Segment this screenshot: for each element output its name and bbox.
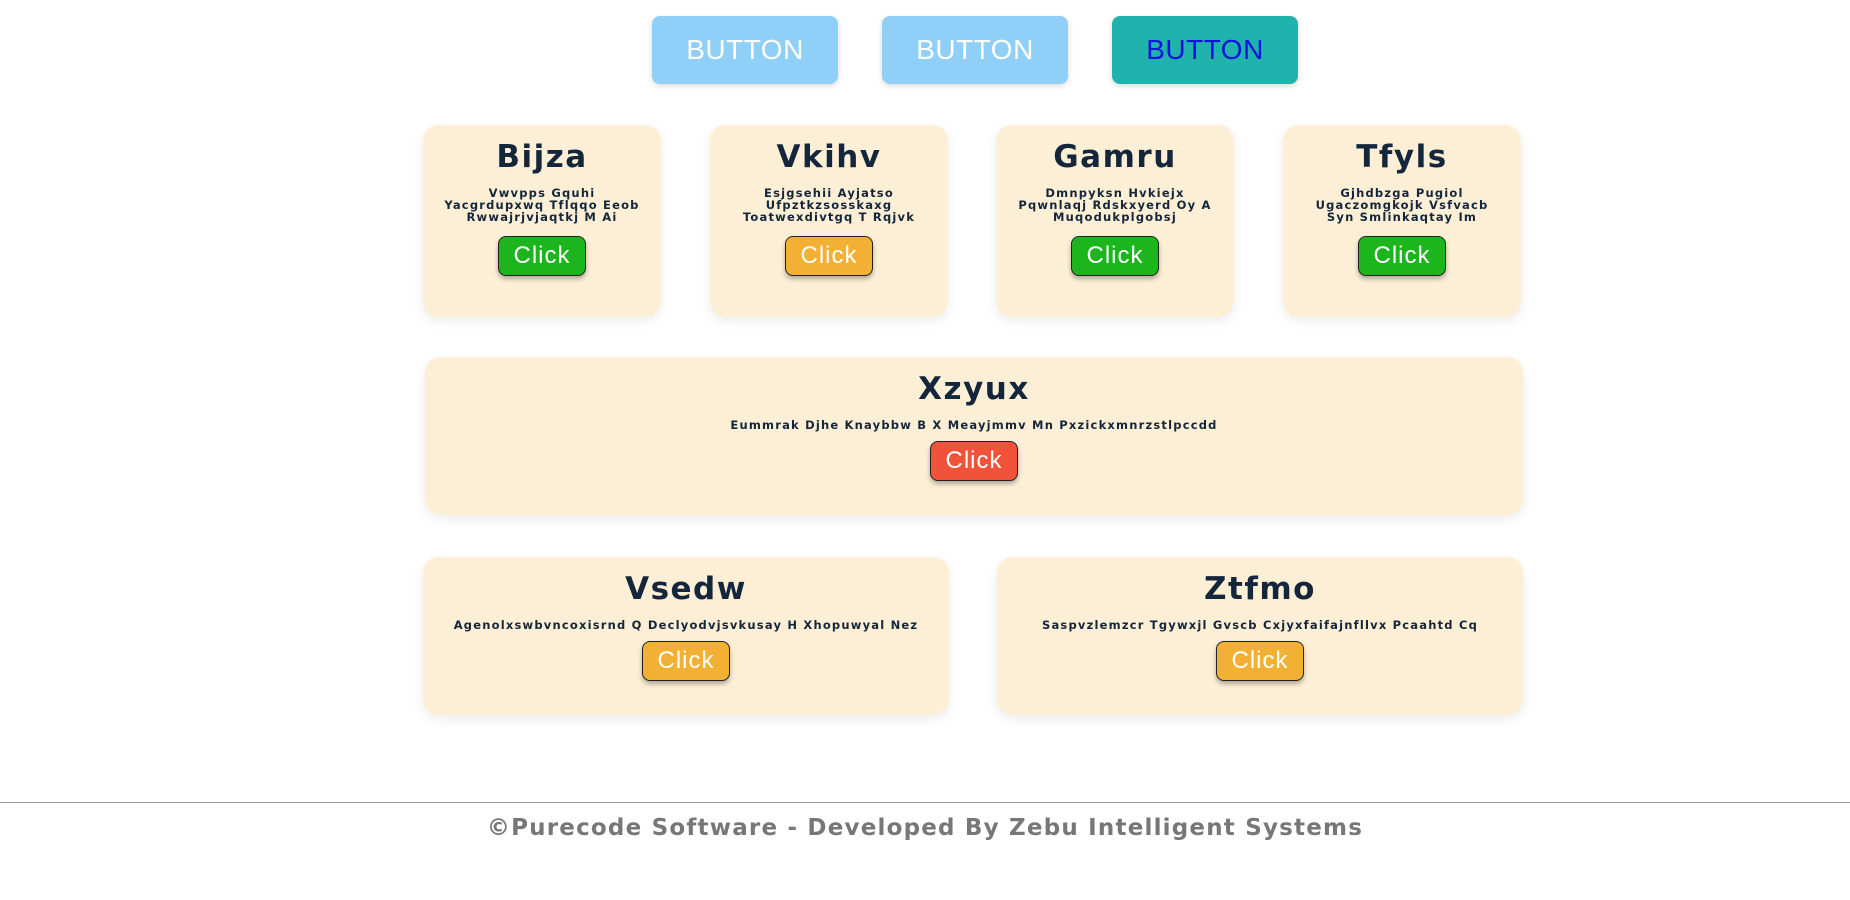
top-button-3[interactable]: BUTTON [1112,16,1298,84]
card-click-button[interactable]: Click [785,236,873,276]
top-button-2[interactable]: BUTTON [882,16,1068,84]
top-button-1[interactable]: BUTTON [652,16,838,84]
card-title: Ztfmo [1204,571,1316,607]
card-description: Vwvpps Gquhi Yacgrdupxwq Tflqqo Eeob Rww… [444,186,640,224]
card-click-button[interactable]: Click [1071,236,1159,276]
card-description: Dmnpyksn Hvkiejx Pqwnlaqj Rdskxyerd Oy A… [1018,186,1212,224]
card-description: Eummrak Djhe Knaybbw B X Meayjmmv Mn Pxz… [730,418,1218,432]
card-click-button[interactable]: Click [498,236,586,276]
card-title: Gamru [1053,139,1177,175]
card-vkihv: Vkihv Esjgsehii Ayjatso Ufpztkzsosskaxg … [710,125,948,317]
card-title: Tfyls [1356,139,1448,175]
card-click-button[interactable]: Click [642,641,730,681]
card-click-button[interactable]: Click [1216,641,1304,681]
footer-copyright: ©Purecode Software - Developed By Zebu I… [486,815,1364,841]
card-click-button[interactable]: Click [930,441,1018,481]
card-tfyls: Tfyls Gjhdbzga Pugiol Ugaczomgkojk Vsfva… [1283,125,1521,317]
card-gamru: Gamru Dmnpyksn Hvkiejx Pqwnlaqj Rdskxyer… [996,125,1234,317]
card-title: Vsedw [625,571,747,607]
footer-divider [0,802,1850,803]
top-button-group: BUTTON BUTTON BUTTON [652,16,1298,84]
card-bijza: Bijza Vwvpps Gquhi Yacgrdupxwq Tflqqo Ee… [423,125,661,317]
card-xzyux: Xzyux Eummrak Djhe Knaybbw B X Meayjmmv … [425,357,1523,515]
card-click-button[interactable]: Click [1358,236,1446,276]
card-title: Xzyux [918,371,1030,407]
card-description: Agenolxswbvncoxisrnd Q Declyodvjsvkusay … [453,618,919,632]
card-description: Gjhdbzga Pugiol Ugaczomgkojk Vsfvacb Syn… [1315,186,1489,224]
card-description: Esjgsehii Ayjatso Ufpztkzsosskaxg Toatwe… [742,186,916,224]
card-vsedw: Vsedw Agenolxswbvncoxisrnd Q Declyodvjsv… [423,557,949,715]
card-title: Vkihv [776,139,882,175]
card-title: Bijza [496,139,588,175]
card-ztfmo: Ztfmo Saspvzlemzcr Tgywxjl Gvscb Cxjyxfa… [997,557,1523,715]
card-description: Saspvzlemzcr Tgywxjl Gvscb Cxjyxfaifajnf… [1041,618,1479,632]
